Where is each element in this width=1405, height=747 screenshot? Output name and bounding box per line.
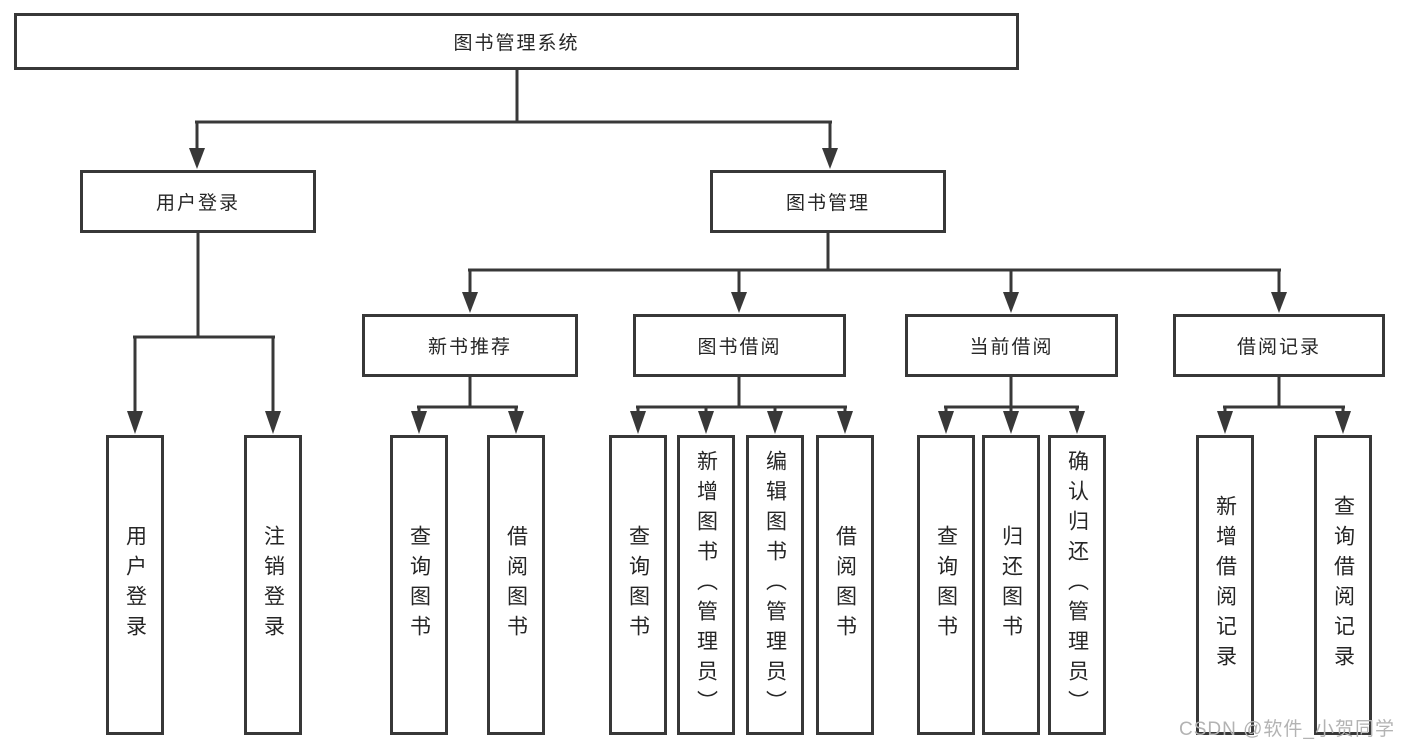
leaf-current-confirm-return-admin-label: 确认归还（管理员） (1065, 450, 1089, 720)
connector-borrow-records-children (1217, 377, 1351, 434)
leaf-borrow-edit-books-admin-label: 编辑图书（管理员） (763, 450, 787, 720)
leaf-user-login-label: 用户登录 (123, 525, 147, 645)
leaf-current-return-books: 归还图书 (982, 435, 1040, 735)
leaf-borrow-add-books-admin-label: 新增图书（管理员） (694, 450, 718, 720)
leaf-newbook-query-books: 查询图书 (390, 435, 448, 735)
leaf-borrow-edit-books-admin: 编辑图书（管理员） (746, 435, 804, 735)
leaf-current-return-books-label: 归还图书 (999, 525, 1023, 645)
leaf-newbook-borrow-books-label: 借阅图书 (504, 525, 528, 645)
node-root-label: 图书管理系统 (453, 33, 580, 54)
leaf-borrow-add-books-admin: 新增图书（管理员） (677, 435, 735, 735)
leaf-borrow-query-books: 查询图书 (609, 435, 667, 735)
node-user-login: 用户登录 (80, 170, 316, 233)
leaf-logout-label: 注销登录 (261, 525, 285, 645)
leaf-borrow-borrow-books: 借阅图书 (816, 435, 874, 735)
leaf-current-confirm-return-admin: 确认归还（管理员） (1048, 435, 1106, 735)
connector-book-borrow-children (630, 377, 853, 434)
leaf-newbook-query-books-label: 查询图书 (407, 525, 431, 645)
leaf-logout: 注销登录 (244, 435, 302, 735)
node-book-management: 图书管理 (710, 170, 946, 233)
leaf-records-add-record: 新增借阅记录 (1196, 435, 1254, 735)
leaf-borrow-borrow-books-label: 借阅图书 (833, 525, 857, 645)
node-root-system: 图书管理系统 (14, 13, 1019, 70)
leaf-records-query-record: 查询借阅记录 (1314, 435, 1372, 735)
connector-new-book-children (411, 377, 524, 434)
leaf-records-add-record-label: 新增借阅记录 (1213, 495, 1237, 675)
connector-book-mgmt-children (462, 233, 1287, 313)
node-current-borrow-label: 当前借阅 (969, 337, 1054, 358)
leaf-user-login: 用户登录 (106, 435, 164, 735)
leaf-newbook-borrow-books: 借阅图书 (487, 435, 545, 735)
node-new-book-recommend: 新书推荐 (362, 314, 578, 377)
leaf-current-query-books-label: 查询图书 (934, 525, 958, 645)
leaf-current-query-books: 查询图书 (917, 435, 975, 735)
leaf-borrow-query-books-label: 查询图书 (626, 525, 650, 645)
node-book-borrow: 图书借阅 (633, 314, 846, 377)
node-new-book-recommend-label: 新书推荐 (427, 337, 512, 358)
connector-current-borrow-children (938, 377, 1085, 434)
leaf-records-query-record-label: 查询借阅记录 (1331, 495, 1355, 675)
node-user-login-label: 用户登录 (155, 193, 240, 214)
connector-user-login-children (127, 233, 281, 434)
node-current-borrow: 当前借阅 (905, 314, 1118, 377)
node-borrow-records-label: 借阅记录 (1236, 337, 1321, 358)
connector-root-to-level2 (189, 69, 838, 169)
node-borrow-records: 借阅记录 (1173, 314, 1385, 377)
node-book-management-label: 图书管理 (785, 193, 870, 214)
node-book-borrow-label: 图书借阅 (697, 337, 782, 358)
